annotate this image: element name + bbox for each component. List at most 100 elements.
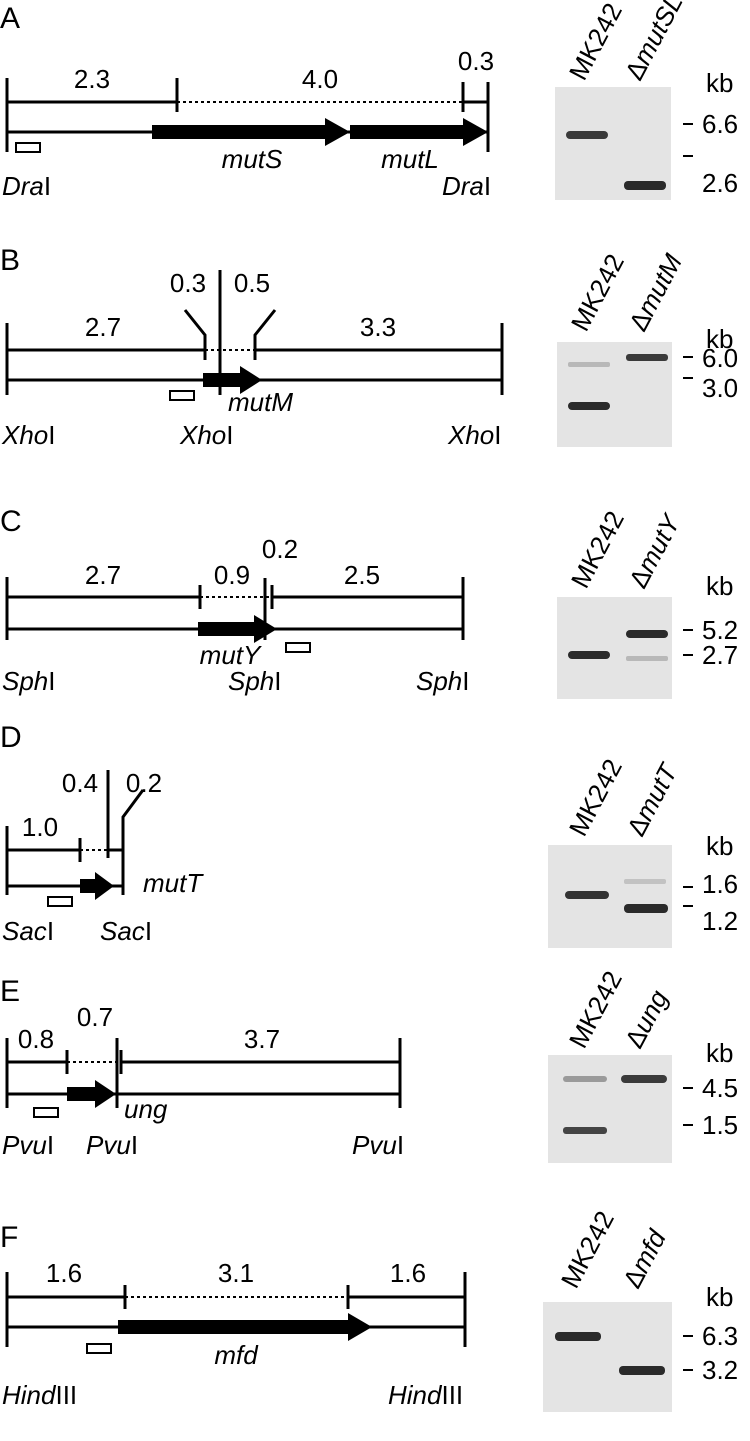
gene-arrow-mutM — [203, 373, 243, 387]
segment-label: 3.7 — [244, 1024, 280, 1054]
lane-label-mutant: Δmfd — [617, 1224, 673, 1293]
site-label: PvuI — [352, 1130, 404, 1160]
gel: MK242 ΔmutY kb 5.2 2.7 — [557, 506, 738, 699]
gene-arrows — [152, 118, 488, 146]
panel-letter: B — [0, 244, 20, 277]
lane-label-mutant: ΔmutM — [623, 249, 688, 336]
site-label: DraI — [442, 171, 491, 201]
segment-label: 0.2 — [126, 768, 162, 798]
segment-label: 0.3 — [170, 268, 206, 298]
gel-band — [566, 131, 608, 139]
gene-arrow-mutL — [350, 125, 465, 139]
gene-label: mutL — [381, 144, 439, 174]
probe-box — [285, 642, 311, 653]
gel: MK242 ΔmutM kb 6.0 3.0 — [557, 249, 738, 447]
site-label: SacI — [100, 916, 152, 946]
size-label: 1.6 — [702, 869, 738, 899]
gene-arrow-ung — [67, 1087, 97, 1101]
panel-letter: D — [0, 721, 22, 754]
gene-label: mutM — [228, 387, 293, 417]
segment-label: 0.8 — [18, 1024, 54, 1054]
size-label: 3.0 — [702, 373, 738, 403]
gel-band — [563, 1127, 607, 1134]
segment-label: 2.5 — [344, 560, 380, 590]
size-label: 5.2 — [702, 615, 738, 645]
lane-label-wild-type: MK242 — [565, 506, 630, 593]
segment-label: 0.7 — [77, 1002, 113, 1032]
panel-letter: F — [0, 1221, 18, 1254]
segment-label: 0.5 — [234, 268, 270, 298]
gel-band — [568, 402, 610, 410]
site-label: XhoI — [179, 420, 234, 450]
lane-label-mutant: ΔmutY — [623, 508, 687, 592]
size-label: 3.2 — [702, 1355, 738, 1385]
gel-band — [568, 362, 610, 367]
gel-band — [621, 1075, 667, 1083]
size-label: 4.5 — [702, 1073, 738, 1103]
gel: MK242 ΔmutSL kb 6.6 2.6 — [555, 0, 738, 200]
panel-e: E 0.8 0.7 3.7 ung PvuI PvuI PvuI MK242 Δ… — [0, 966, 738, 1163]
segment-label: 2.7 — [85, 560, 121, 590]
gene-label: mutY — [200, 640, 262, 670]
panel-d: D 1.0 0.4 0.2 mutT SacI SacI MK242 ΔmutT… — [0, 721, 738, 948]
lane-label-wild-type: MK242 — [563, 966, 628, 1053]
kb-label: kb — [706, 1038, 733, 1068]
panel-letter: A — [0, 2, 20, 35]
lane-label-mutant: Δung — [619, 985, 674, 1053]
site-label: SacI — [2, 916, 54, 946]
gel-band — [555, 1332, 601, 1341]
kb-label: kb — [706, 68, 733, 98]
probe-box — [47, 896, 73, 907]
gene-arrow-mutT — [80, 879, 97, 893]
restriction-map — [5, 1038, 402, 1108]
segment-label: 2.7 — [85, 312, 121, 342]
site-label: XhoI — [1, 420, 56, 450]
kb-label: kb — [706, 1282, 733, 1312]
gene-label: mfd — [214, 1340, 259, 1370]
panel-a: A 2.3 4.0 0.3 mutS mutL DraI DraI MK242 … — [0, 0, 738, 201]
segment-label: 0.9 — [214, 560, 250, 590]
site-label: PvuI — [86, 1130, 138, 1160]
panel-c: C 2.7 0.9 0.2 2.5 mutY SphI SphI SphI MK… — [0, 505, 738, 699]
probe-box — [15, 142, 41, 153]
gene-label: ung — [124, 1094, 168, 1124]
lane-label-mutant: ΔmutSL — [619, 0, 689, 85]
lane-label-wild-type: MK242 — [563, 0, 628, 85]
panel-f: F 1.6 3.1 1.6 mfd HindIII HindIII MK242 … — [0, 1206, 738, 1412]
segment-label: 0.2 — [262, 534, 298, 564]
size-label: 6.0 — [702, 343, 738, 373]
panel-letter: E — [0, 975, 20, 1008]
site-label: DraI — [2, 171, 51, 201]
gel-band — [568, 651, 610, 659]
gel-band — [565, 891, 609, 899]
gene-arrow-mfd — [118, 1320, 350, 1334]
size-label: 6.6 — [702, 109, 738, 139]
segment-label: 4.0 — [302, 64, 338, 94]
segment-label: 1.6 — [46, 1258, 82, 1288]
kb-label: kb — [706, 831, 733, 861]
segment-label: 3.1 — [218, 1258, 254, 1288]
site-label: SphI — [228, 666, 282, 696]
kb-label: kb — [706, 571, 733, 601]
gel-image — [543, 1302, 672, 1412]
segment-label: 2.3 — [74, 64, 110, 94]
probe-box — [169, 390, 195, 401]
gene-arrow-mutY — [198, 622, 256, 636]
lane-label-mutant: ΔmutT — [621, 757, 684, 841]
segment-label: 3.3 — [360, 312, 396, 342]
size-label: 1.5 — [702, 1110, 738, 1140]
lane-label-wild-type: MK242 — [565, 249, 630, 336]
size-label: 2.7 — [702, 640, 738, 670]
size-label: 2.6 — [702, 168, 738, 198]
probe-box — [86, 1343, 112, 1354]
probe-box — [33, 1107, 59, 1118]
gel-image — [557, 597, 672, 699]
site-label: SphI — [2, 666, 56, 696]
lane-label-wild-type: MK242 — [563, 754, 628, 841]
site-label: HindIII — [2, 1380, 77, 1410]
site-label: XhoI — [447, 420, 502, 450]
site-label: PvuI — [2, 1130, 54, 1160]
gel-image — [548, 1055, 672, 1163]
gel: MK242 Δung kb 4.5 1.5 — [548, 966, 738, 1163]
